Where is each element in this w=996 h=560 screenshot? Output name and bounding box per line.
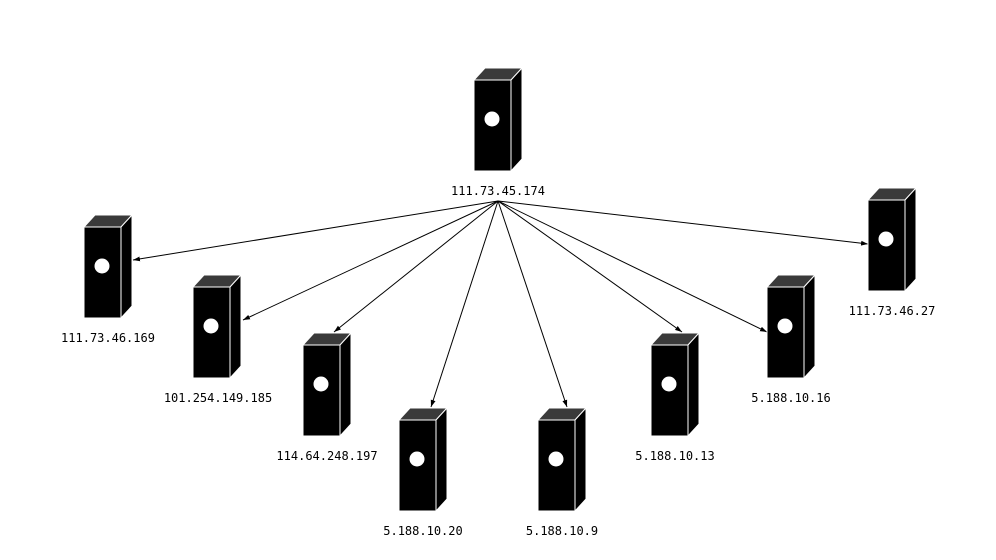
server-icon[interactable] <box>536 406 588 513</box>
server-icon[interactable] <box>191 273 243 380</box>
edge-hub-to-n5 <box>497 200 568 408</box>
server-side-face <box>229 273 242 380</box>
node-label-n2: 101.254.149.185 <box>163 391 273 405</box>
server-side-face <box>803 273 816 380</box>
edge-hub-to-n3 <box>333 200 499 333</box>
server-light-icon <box>484 111 500 127</box>
server-side-face <box>120 213 133 320</box>
connection-edges <box>132 200 869 408</box>
server-light-icon <box>661 376 677 392</box>
server-light-icon <box>313 376 329 392</box>
server-icon[interactable] <box>82 213 134 320</box>
server-icon[interactable] <box>765 273 817 380</box>
server-nodes <box>82 66 918 513</box>
node-label-hub: 111.73.45.174 <box>451 184 545 198</box>
edge-hub-to-n8 <box>497 200 869 246</box>
server-side-face <box>435 406 448 513</box>
edge-hub-to-n6 <box>497 200 683 333</box>
server-icon[interactable] <box>649 331 701 438</box>
server-light-icon <box>409 451 425 467</box>
server-icon[interactable] <box>397 406 449 513</box>
server-side-face <box>510 66 523 173</box>
node-label-n5: 5.188.10.9 <box>525 524 599 538</box>
edge-hub-to-n2 <box>242 200 499 321</box>
edge-hub-to-n4 <box>430 200 499 408</box>
server-side-face <box>687 331 700 438</box>
node-label-n6: 5.188.10.13 <box>635 449 715 463</box>
server-light-icon <box>94 258 110 274</box>
server-icon[interactable] <box>301 331 353 438</box>
edge-hub-to-n1 <box>132 200 499 262</box>
node-label-n1: 111.73.46.169 <box>61 331 155 345</box>
server-light-icon <box>203 318 219 334</box>
server-light-icon <box>548 451 564 467</box>
server-side-face <box>339 331 352 438</box>
server-icon[interactable] <box>472 66 524 173</box>
node-label-n8: 111.73.46.27 <box>848 304 936 318</box>
server-front-face <box>192 286 231 379</box>
server-light-icon <box>777 318 793 334</box>
node-label-n3: 114.64.248.197 <box>276 449 378 463</box>
server-icon[interactable] <box>866 186 918 293</box>
server-side-face <box>904 186 917 293</box>
server-light-icon <box>878 231 894 247</box>
edge-hub-to-n7 <box>497 200 768 333</box>
node-label-n7: 5.188.10.16 <box>751 391 831 405</box>
node-label-n4: 5.188.10.20 <box>383 524 463 538</box>
server-side-face <box>574 406 587 513</box>
